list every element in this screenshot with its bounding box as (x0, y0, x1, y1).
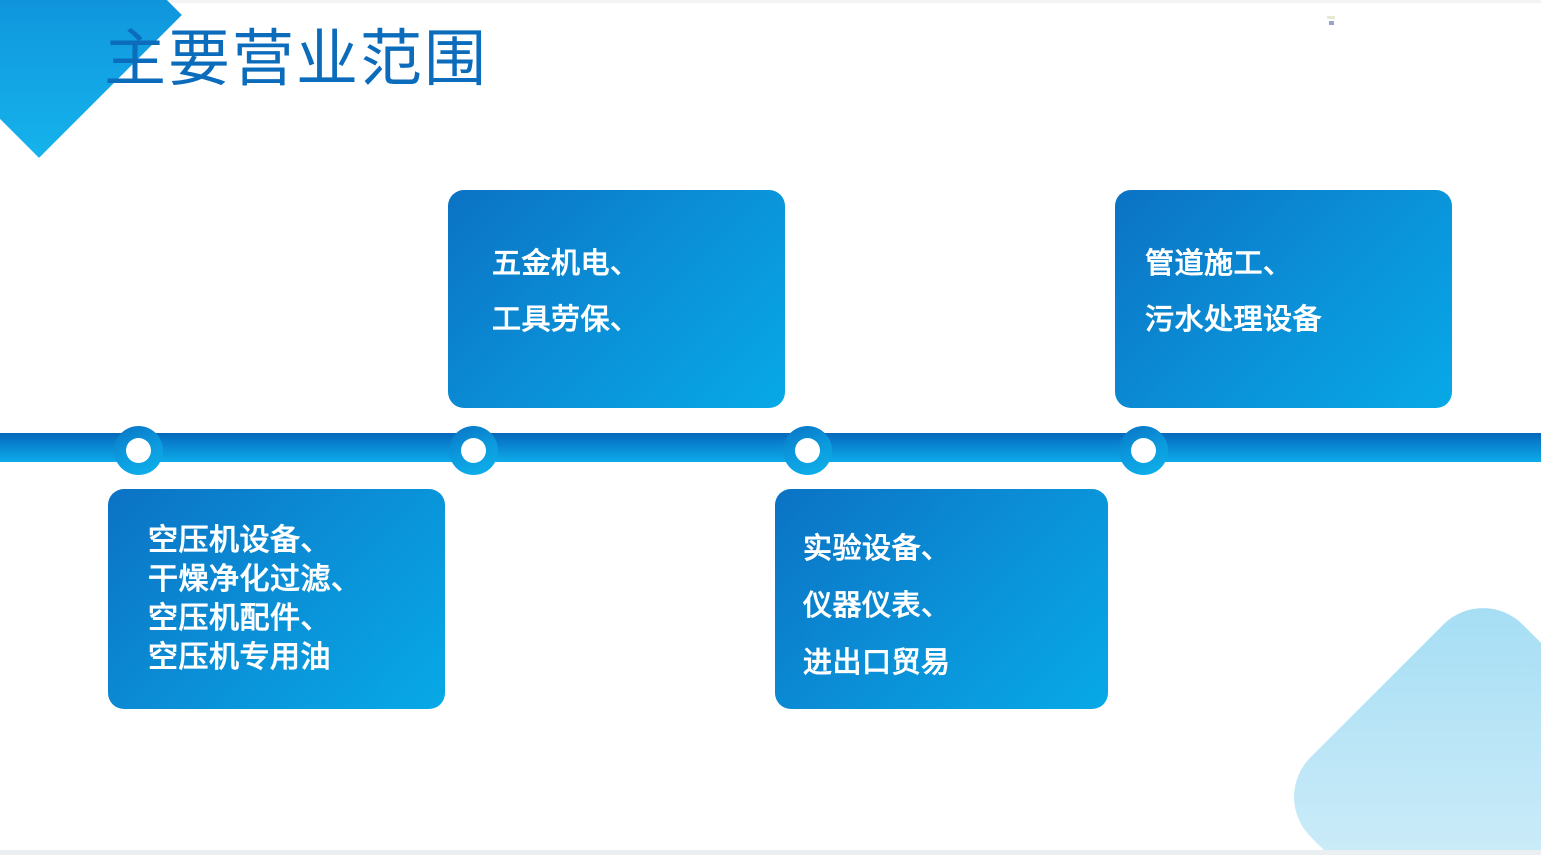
box-1-line-3: 空压机配件、 (148, 602, 331, 635)
box-3-lines: 实验设备、 仪器仪表、 进出口贸易 (803, 521, 1108, 692)
box-2-lines: 五金机电、 工具劳保、 (492, 236, 785, 348)
timeline-node-3[interactable] (783, 426, 832, 475)
page-title: 主要营业范围 (104, 25, 489, 94)
box-1-line-2: 干燥净化过滤、 (148, 563, 362, 596)
timeline-node-1[interactable] (114, 426, 163, 475)
business-scope-box-2[interactable]: 五金机电、 工具劳保、 (448, 190, 785, 408)
box-1-line-1: 空压机设备、 (148, 524, 331, 557)
slide-bottom-edge (0, 850, 1541, 855)
box-3-line-3: 进出口贸易 (803, 647, 951, 679)
cursor-artifact-icon (1327, 16, 1339, 25)
box-3-line-1: 实验设备、 (803, 533, 951, 565)
business-scope-box-3[interactable]: 实验设备、 仪器仪表、 进出口贸易 (775, 489, 1108, 709)
slide-top-edge (0, 0, 1541, 3)
box-4-lines: 管道施工、 污水处理设备 (1145, 236, 1452, 348)
box-3-line-2: 仪器仪表、 (803, 590, 951, 622)
timeline-node-4[interactable] (1119, 426, 1168, 475)
business-scope-box-4[interactable]: 管道施工、 污水处理设备 (1115, 190, 1452, 408)
box-2-line-2: 工具劳保、 (492, 304, 640, 336)
box-4-line-1: 管道施工、 (1145, 248, 1293, 280)
box-4-line-2: 污水处理设备 (1145, 304, 1323, 336)
box-1-lines: 空压机设备、 干燥净化过滤、 空压机配件、 空压机专用油 (148, 521, 445, 677)
business-scope-box-1[interactable]: 空压机设备、 干燥净化过滤、 空压机配件、 空压机专用油 (108, 489, 445, 709)
box-1-line-4: 空压机专用油 (148, 641, 331, 674)
timeline-node-2[interactable] (449, 426, 498, 475)
box-2-line-1: 五金机电、 (492, 248, 640, 280)
timeline-bar (0, 433, 1541, 462)
decorative-corner-bottom-right (1270, 584, 1541, 855)
